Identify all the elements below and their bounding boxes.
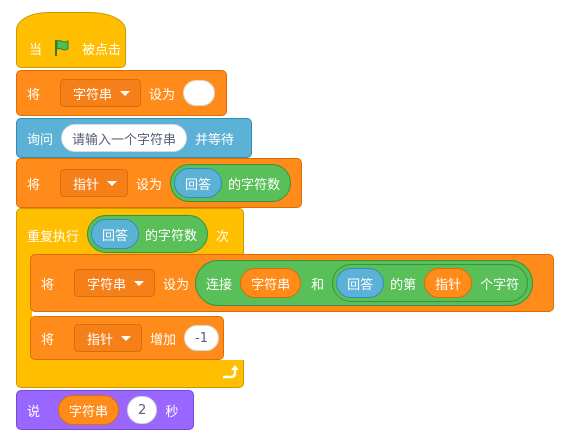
set-pointer-block[interactable]: 将 指针 设为 回答 的字符数 <box>16 158 302 208</box>
variable-name: 指针 <box>73 177 100 193</box>
string-reporter[interactable]: 字符串 <box>240 268 302 298</box>
chevron-down-icon <box>134 280 145 286</box>
ask-and-wait-block[interactable]: 询问 请输入一个字符串 并等待 <box>16 118 252 158</box>
set-label: 将 <box>27 87 41 103</box>
answer-reporter[interactable]: 回答 <box>174 168 223 198</box>
pointer-label: 指针 <box>435 277 462 293</box>
variable-dropdown[interactable]: 指针 <box>74 324 143 352</box>
green-flag-icon <box>52 38 72 58</box>
seconds-label: 秒 <box>165 404 179 420</box>
say-label: 说 <box>27 404 41 420</box>
set-variable-block[interactable]: 将 字符串 设为 <box>16 70 227 116</box>
length-of-label: 的字符数 <box>228 177 281 193</box>
pointer-reporter[interactable]: 指针 <box>424 268 473 298</box>
chevron-down-icon <box>120 90 131 96</box>
chevron-down-icon <box>121 335 132 341</box>
change-variable-block[interactable]: 将 指针 增加 -1 <box>30 316 224 360</box>
clicked-label: 被点击 <box>82 42 122 58</box>
change-by-label: 增加 <box>150 332 177 348</box>
answer-reporter[interactable]: 回答 <box>91 219 140 249</box>
length-of-reporter[interactable]: 回答 的字符数 <box>170 164 292 202</box>
seconds-input[interactable]: 2 <box>127 396 158 424</box>
and-wait-label: 并等待 <box>195 132 235 148</box>
chevron-down-icon <box>107 180 118 186</box>
string-label: 字符串 <box>251 277 291 293</box>
character-label: 个字符 <box>480 277 520 293</box>
and-label: 和 <box>311 277 325 293</box>
length-of-label: 的字符数 <box>145 228 198 244</box>
answer-label: 回答 <box>185 177 212 193</box>
times-label: 次 <box>216 230 230 245</box>
repeat-label: 重复执行 <box>27 230 80 245</box>
variable-dropdown[interactable]: 字符串 <box>60 79 142 107</box>
join-label: 连接 <box>206 277 233 293</box>
question-input[interactable]: 请输入一个字符串 <box>61 124 188 152</box>
value-input[interactable] <box>183 80 216 106</box>
set-label: 将 <box>27 177 41 193</box>
variable-name: 字符串 <box>87 277 127 293</box>
nth-label: 的第 <box>390 277 417 293</box>
answer-reporter[interactable]: 回答 <box>336 268 385 298</box>
message-label: 字符串 <box>69 404 109 420</box>
message-reporter[interactable]: 字符串 <box>58 395 120 425</box>
say-for-secs-block[interactable]: 说 字符串 2 秒 <box>16 390 194 430</box>
set-to-label: 设为 <box>149 87 176 103</box>
set-to-label: 设为 <box>136 177 163 193</box>
answer-label: 回答 <box>347 277 374 293</box>
answer-label: 回答 <box>102 228 129 244</box>
join-reporter[interactable]: 连接 字符串 和 回答 的第 指针 个字符 <box>195 260 534 306</box>
set-string-join-block[interactable]: 将 字符串 设为 连接 字符串 和 回答 的第 指针 个字符 <box>30 254 554 312</box>
set-label: 将 <box>41 277 55 293</box>
set-to-label: 设为 <box>163 277 190 293</box>
when-flag-clicked-block[interactable]: 当 被点击 <box>16 12 126 68</box>
set-label: 将 <box>41 332 55 348</box>
variable-name: 指针 <box>87 332 114 348</box>
loop-arrow-icon <box>220 364 239 384</box>
ask-label: 询问 <box>27 132 54 148</box>
change-value-input[interactable]: -1 <box>184 325 220 351</box>
variable-dropdown[interactable]: 字符串 <box>74 269 156 297</box>
variable-name: 字符串 <box>73 87 113 103</box>
letter-of-reporter[interactable]: 回答 的第 指针 个字符 <box>332 264 529 302</box>
when-label: 当 <box>29 42 43 58</box>
length-of-reporter[interactable]: 回答 的字符数 <box>87 215 209 253</box>
variable-dropdown[interactable]: 指针 <box>60 169 129 197</box>
